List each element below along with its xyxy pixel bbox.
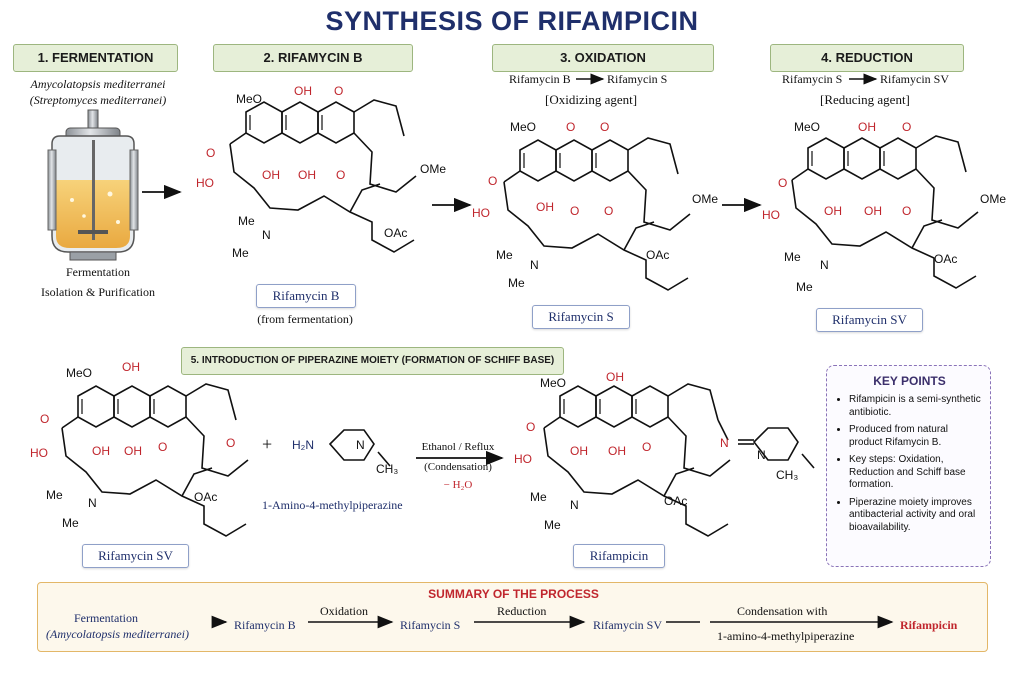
summary-reduction-label: Reduction — [497, 604, 547, 618]
oxidation-agent: [Oxidizing agent] — [545, 92, 638, 107]
condition-solvent: Ethanol / Reflux — [421, 441, 495, 453]
summary-rifampicin: Rifampicin — [900, 618, 958, 632]
summary-start: Fermentation — [74, 611, 138, 625]
reduction-from: Rifamycin S — [782, 72, 843, 86]
summary-oxidation-label: Oxidation — [320, 604, 368, 618]
piperazine-structure — [328, 429, 391, 467]
rifampicin-label: Rifampicin — [573, 544, 665, 568]
summary-start-organism: (Amycolatopsis mediterranei) — [46, 627, 189, 641]
reagent-name: 1-Amino-4-methylpiperazine — [262, 498, 403, 512]
rifamycin-s-structure — [503, 137, 691, 291]
summary-reagent-label: 1-amino-4-methylpiperazine — [717, 629, 855, 643]
rifamycin-b-structure — [229, 99, 417, 253]
oxidation-from: Rifamycin B — [509, 72, 571, 86]
summary-condensation-label: Condensation with — [737, 604, 828, 618]
organism-name: Amycolatopsis mediterranei — [30, 77, 166, 91]
summary-rifamycin-s: Rifamycin S — [400, 618, 461, 632]
summary-title: SUMMARY OF THE PROCESS — [428, 587, 599, 601]
rifamycin-b-label: Rifamycin B — [256, 284, 356, 308]
step-1-header: 1. FERMENTATION — [13, 44, 178, 72]
key-point-item: Key steps: Oxidation, Reduction and Schi… — [849, 454, 982, 492]
key-points-title: KEY POINTS — [873, 374, 946, 388]
rifamycin-sv-top-label: Rifamycin SV — [816, 308, 923, 332]
rifamycin-sv-top-structure — [791, 135, 979, 289]
page-title: SYNTHESIS OF RIFAMPICIN — [325, 6, 699, 36]
step-5-header: 5. INTRODUCTION OF PIPERAZINE MOIETY (FO… — [181, 347, 564, 375]
plus-sign: + — [262, 434, 273, 454]
step-4-header: 4. REDUCTION — [770, 44, 964, 72]
isolation-label: Isolation & Purification — [41, 285, 155, 299]
reduction-agent: [Reducing agent] — [820, 92, 910, 107]
reduction-to: Rifamycin SV — [880, 72, 949, 86]
rifamycin-b-note: (from fermentation) — [257, 312, 353, 326]
rifampicin-structure — [543, 383, 815, 537]
key-point-item: Rifampicin is a semi-synthetic antibioti… — [849, 394, 982, 419]
key-point-item: Produced from natural product Rifamycin … — [849, 424, 982, 449]
step-2-header: 2. RIFAMYCIN B — [213, 44, 413, 72]
key-point-item: Piperazine moiety improves antibacterial… — [849, 497, 982, 535]
rifamycin-s-label: Rifamycin S — [532, 305, 630, 329]
organism-alt-name: (Streptomyces mediterranei) — [29, 93, 167, 107]
rifamycin-sv-bottom-label: Rifamycin SV — [82, 544, 189, 568]
condition-type: (Condensation) — [424, 461, 492, 473]
key-points-panel: KEY POINTS Rifampicin is a semi-syntheti… — [826, 365, 991, 567]
summary-panel: SUMMARY OF THE PROCESS Fermentation (Amy… — [37, 582, 988, 652]
summary-rifamycin-sv: Rifamycin SV — [593, 618, 662, 632]
rifamycin-sv-bottom-structure — [61, 383, 249, 537]
oxidation-to: Rifamycin S — [607, 72, 668, 86]
summary-rifamycin-b: Rifamycin B — [234, 618, 296, 632]
condition-water-loss: − H₂O — [443, 479, 473, 491]
step-3-header: 3. OXIDATION — [492, 44, 714, 72]
fermentation-label: Fermentation — [66, 265, 130, 279]
fermenter-icon — [47, 109, 139, 261]
